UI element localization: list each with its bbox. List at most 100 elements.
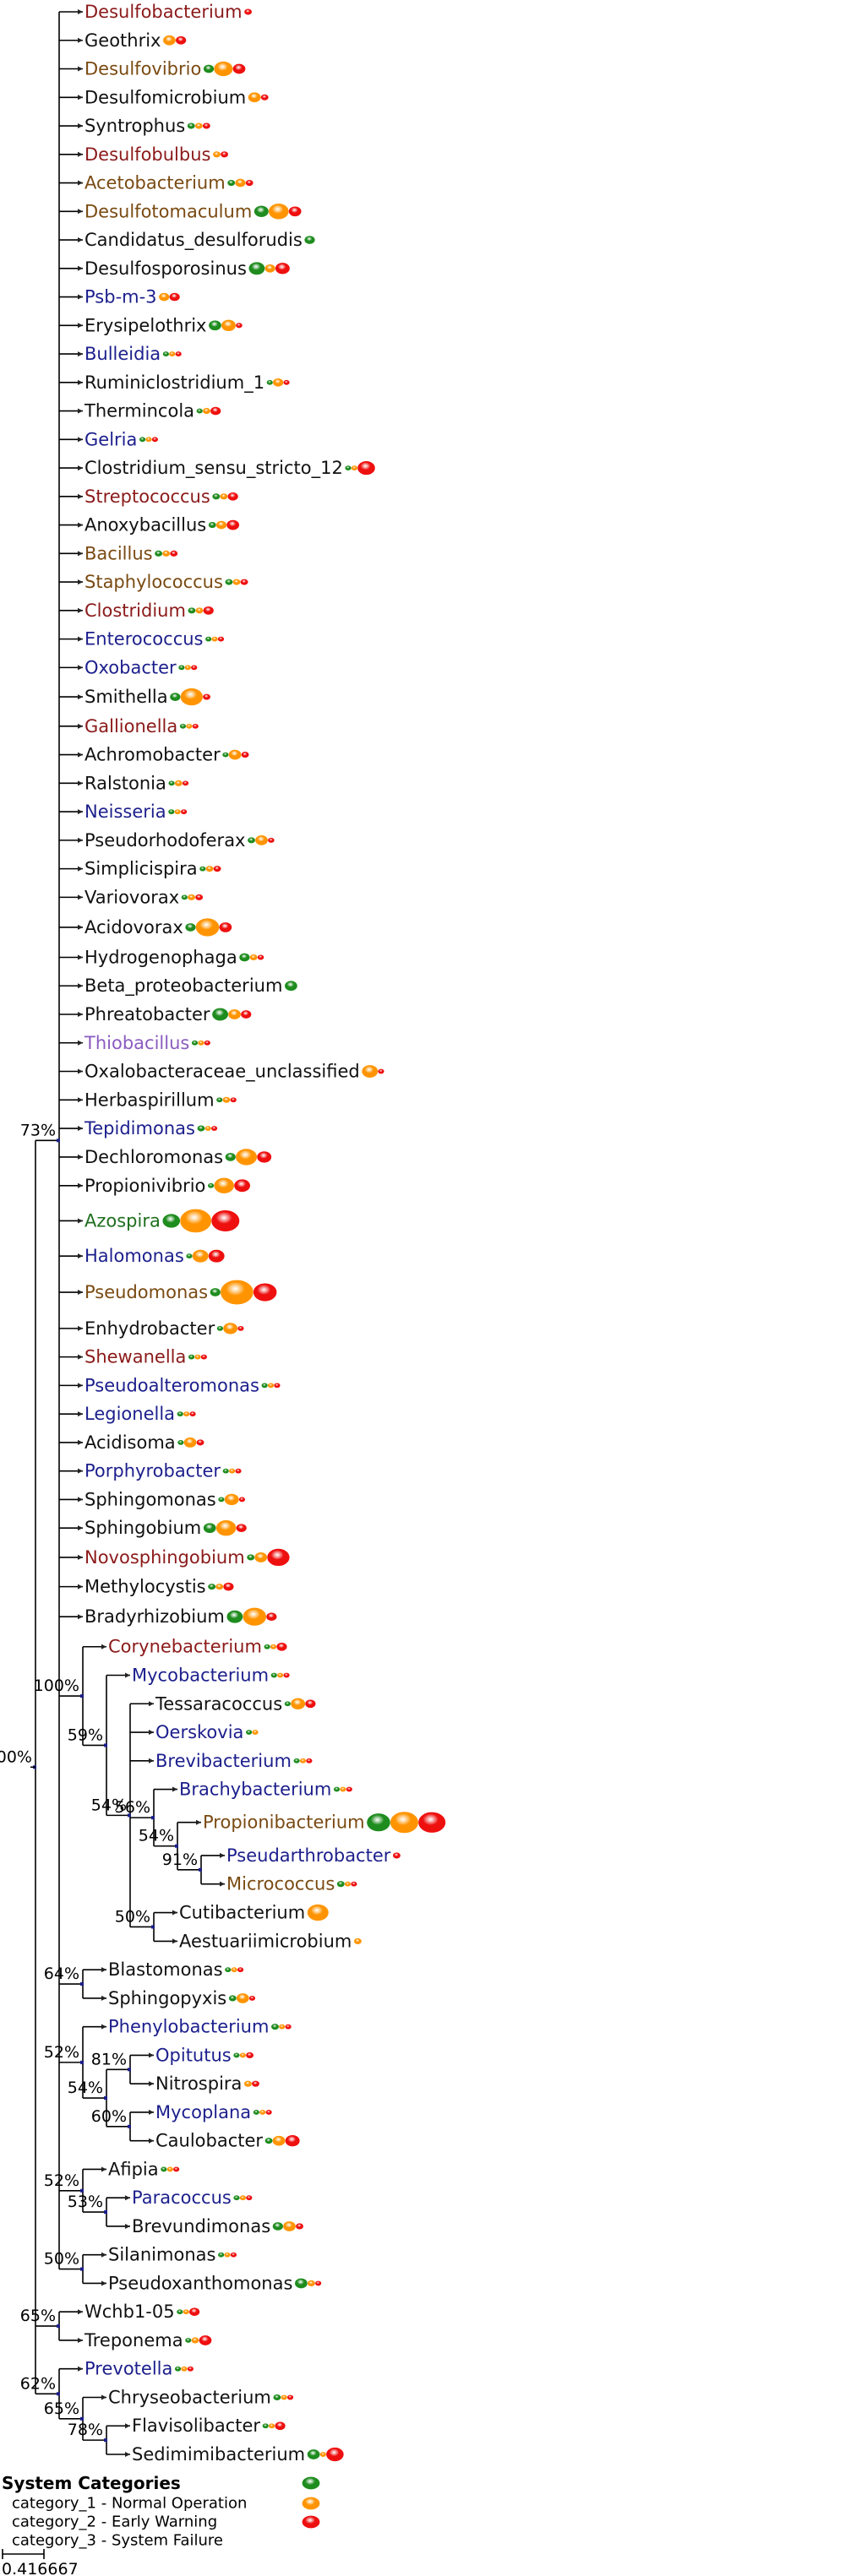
leaf-clostridium: Clostridium (78, 601, 214, 621)
bubble-category-2 (269, 2423, 275, 2429)
bubble-category-1 (227, 179, 236, 187)
leaf-arrow-icon (78, 209, 83, 215)
leaf-arrow-icon (78, 1584, 83, 1590)
leaf-ralstonia: Ralstonia (78, 773, 189, 793)
leaf-arrow-icon (78, 924, 83, 930)
leaf-label: Sedimimibacterium (132, 2444, 305, 2465)
leaf-label: Bacillus (84, 543, 153, 563)
leaf-arrow-icon (78, 66, 83, 72)
leaf-micrococcus: Micrococcus (220, 1874, 357, 1894)
support-value: 62% (20, 2374, 56, 2393)
leaf-arrow-icon (149, 2109, 154, 2115)
bubble-category-1 (177, 1440, 184, 1445)
bubble-category-2 (243, 1607, 267, 1626)
leaf-brevibacterium: Brevibacterium (149, 1751, 313, 1771)
legend-entry-1: category_1 - Normal Operation (12, 2495, 247, 2513)
bubble-category-3 (285, 2024, 292, 2030)
bubble-category-1 (247, 1554, 255, 1561)
bubble-category-1 (222, 1468, 229, 1474)
leaf-sphingomonas: Sphingomonas (78, 1489, 246, 1509)
leaf-arrow-icon (78, 493, 83, 499)
leaf-arrow-icon (78, 1040, 83, 1046)
bubble-category-2 (204, 1126, 211, 1131)
bubble-category-2 (174, 780, 183, 786)
leaf-opitutus: Opitutus (149, 2045, 254, 2065)
bubble-category-3 (226, 519, 240, 530)
leaf-label: Desulfomicrobium (84, 87, 246, 107)
internal-node-marker (80, 2267, 84, 2271)
bubble-category-3 (221, 151, 229, 158)
bubble-category-2 (264, 264, 275, 273)
leaf-anoxybacillus: Anoxybacillus (78, 515, 240, 535)
leaf-label: Methylocystis (84, 1577, 206, 1597)
bubble-category-2 (235, 178, 246, 187)
leaf-label: Desulfobulbus (84, 144, 210, 165)
leaf-aestuariimicrobium: Aestuariimicrobium (172, 1931, 362, 1951)
bubble-category-2 (195, 918, 220, 937)
support-value: 53% (68, 2193, 103, 2211)
support-value: 91% (162, 1850, 198, 1869)
bubble-category-3 (170, 550, 178, 557)
leaf-arrow-icon (172, 1910, 177, 1916)
bubble-category-3 (283, 1672, 290, 1678)
bubble-category-2 (248, 92, 261, 103)
leaf-sphingobium: Sphingobium (78, 1518, 247, 1538)
leaf-enterococcus: Enterococcus (78, 629, 225, 649)
legend-swatch-category-1 (302, 2476, 320, 2490)
leaf-arrow-icon (78, 837, 83, 843)
leaf-arrow-icon (101, 2166, 106, 2172)
leaf-label: Porphyrobacter (84, 1461, 221, 1481)
bubble-category-1 (185, 923, 196, 932)
leaf-caulobacter: Caulobacter (149, 2131, 300, 2151)
support-value: 50% (115, 1907, 150, 1926)
leaf-arrow-icon (220, 1852, 225, 1858)
leaf-arrow-icon (78, 894, 83, 900)
leaf-arrow-icon (78, 636, 83, 642)
leaf-label: Aestuariimicrobium (179, 1931, 352, 1951)
bubble-category-1 (216, 1097, 223, 1103)
leaf-label: Variovorax (84, 887, 179, 907)
bubble-category-1 (293, 1758, 300, 1764)
internal-node-marker (104, 2438, 107, 2443)
bubble-category-2 (231, 1967, 237, 1973)
leaf-label: Desulfosporosinus (84, 258, 247, 279)
bubble-category-2 (267, 1383, 275, 1389)
leaf-label: Tessaracoccus (155, 1693, 282, 1714)
bubble-category-2 (183, 2309, 189, 2315)
leaf-label: Pseudorhodoferax (84, 830, 246, 851)
internal-node-marker (80, 2060, 84, 2064)
internal-node-marker (128, 1813, 131, 1818)
bubble-category-2 (353, 1937, 362, 1944)
bubble-category-2 (205, 866, 214, 872)
bubble-category-3 (189, 2307, 200, 2317)
bubble-category-2 (214, 1177, 234, 1193)
leaf-desulfosporosinus: Desulfosporosinus (78, 258, 290, 279)
leaf-arrow-icon (149, 1730, 154, 1736)
support-value: 52% (44, 2171, 79, 2190)
bubble-category-2 (181, 2366, 188, 2372)
internal-node-marker (57, 2392, 60, 2396)
leaf-arrow-icon (78, 1554, 83, 1560)
bubble-category-2 (283, 2221, 296, 2231)
bubble-category-1 (161, 2166, 167, 2172)
leaf-variovorax: Variovorax (78, 887, 204, 907)
leaf-label: Pseudoalteromonas (84, 1375, 259, 1395)
support-value: 60% (91, 2107, 127, 2126)
bubble-category-1 (208, 522, 216, 529)
leaf-arrow-icon (101, 2394, 106, 2400)
bubble-category-2 (188, 894, 196, 900)
bubble-category-2 (198, 1040, 204, 1046)
bubble-category-1 (253, 2110, 259, 2115)
leaf-label: Acidovorax (84, 917, 183, 937)
bubble-category-1 (181, 894, 188, 900)
bubble-category-1 (209, 320, 221, 331)
legend-swatch-category-2 (302, 2497, 320, 2510)
leaf-arrow-icon (78, 1325, 83, 1331)
leaf-label: Blastomonas (108, 1959, 223, 1980)
support-value: 73% (20, 1121, 56, 1139)
bubble-category-3 (195, 894, 204, 900)
leaf-nitrospira: Nitrospira (149, 2073, 259, 2094)
leaf-label: Desulfovibrio (84, 59, 201, 79)
bubble-category-3 (346, 1786, 352, 1792)
